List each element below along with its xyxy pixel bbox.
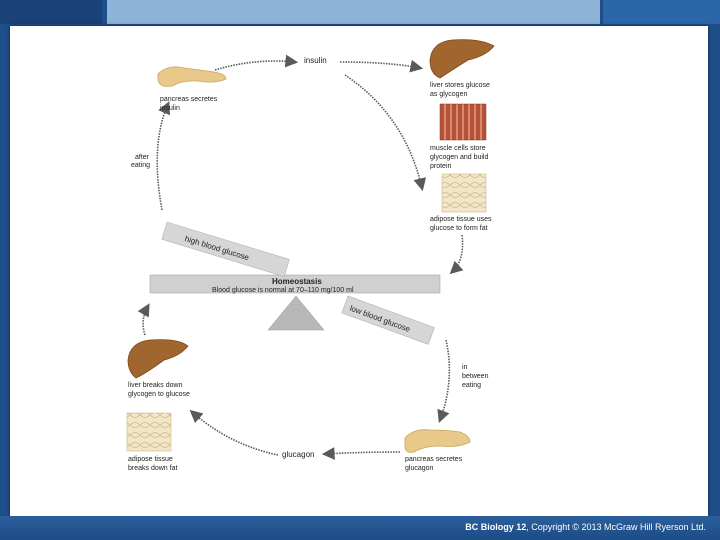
muscle-image <box>439 103 487 141</box>
arrow-glucagon-to-liver <box>189 409 279 456</box>
arrow-insulin-to-liver <box>339 59 424 73</box>
adipose-bottom-image <box>126 412 172 452</box>
liver-bottom-line-2: glycogen to glucose <box>128 391 190 398</box>
arrow-after-eating-up <box>156 101 171 211</box>
liver-bottom-line-1: liver breaks down <box>128 382 183 389</box>
top-bar-title-area <box>107 0 600 24</box>
pancreas-bottom-image <box>404 429 471 453</box>
high-glucose-bar: high blood glucose <box>161 221 290 277</box>
pancreas-bottom-line-2: glucagon <box>405 465 434 472</box>
homeostasis-text: Blood glucose is normal at 70–110 mg/100… <box>212 287 354 294</box>
muscle-line-1: muscle cells store <box>430 145 486 152</box>
footer-copyright: , Copyright © 2013 McGraw Hill Ryerson L… <box>526 522 706 532</box>
arrow-liver-up <box>137 303 150 336</box>
pancreas-bottom-line-1: pancreas secretes <box>405 456 463 463</box>
homeostasis-title: Homeostasis <box>272 277 322 286</box>
copyright-footer: BC Biology 12, Copyright © 2013 McGraw H… <box>465 522 706 532</box>
arrow-pancreas-to-glucagon <box>321 447 401 460</box>
pancreas-top-line-1: pancreas secretes <box>160 96 218 103</box>
footer-book-title: BC Biology 12 <box>465 522 527 532</box>
glucagon-label: glucagon <box>282 450 314 459</box>
between-eating-line-3: eating <box>462 382 481 389</box>
adipose-bottom-line-2: breaks down fat <box>128 465 177 472</box>
liver-bottom-image <box>127 339 189 379</box>
after-eating-line-2: eating <box>131 162 150 169</box>
muscle-line-2: glycogen and build <box>430 154 488 161</box>
arrow-insulin-big-curve <box>344 74 427 192</box>
arrow-adipose-to-center <box>449 234 464 275</box>
between-eating-line-1: in <box>462 364 468 371</box>
low-glucose-bar: low blood glucose <box>341 295 435 345</box>
adipose-top-line-2: glucose to form fat <box>430 225 488 232</box>
adipose-bottom-line-1: adipose tissue <box>128 456 173 463</box>
insulin-label: insulin <box>304 56 327 65</box>
liver-top-line-1: liver stores glucose <box>430 82 490 89</box>
arrow-low-to-between <box>437 339 451 423</box>
pancreas-top-line-2: insulin <box>160 105 180 112</box>
arrow-pancreas-to-insulin <box>214 54 299 71</box>
slide-panel <box>10 26 708 516</box>
after-eating-line-1: after <box>135 154 150 161</box>
top-bar <box>0 0 720 24</box>
top-bar-right-block <box>603 0 720 24</box>
fulcrum <box>267 295 325 331</box>
pancreas-top-image <box>157 66 227 87</box>
homeostasis-bar <box>149 274 441 294</box>
between-eating-line-2: between <box>462 373 489 380</box>
liver-top-image <box>429 39 495 79</box>
liver-top-line-2: as glycogen <box>430 91 467 98</box>
top-bar-left-block <box>0 0 102 24</box>
adipose-top-image <box>441 173 487 213</box>
muscle-line-3: protein <box>430 163 452 170</box>
bottom-band <box>0 516 720 540</box>
adipose-top-line-1: adipose tissue uses <box>430 216 492 223</box>
